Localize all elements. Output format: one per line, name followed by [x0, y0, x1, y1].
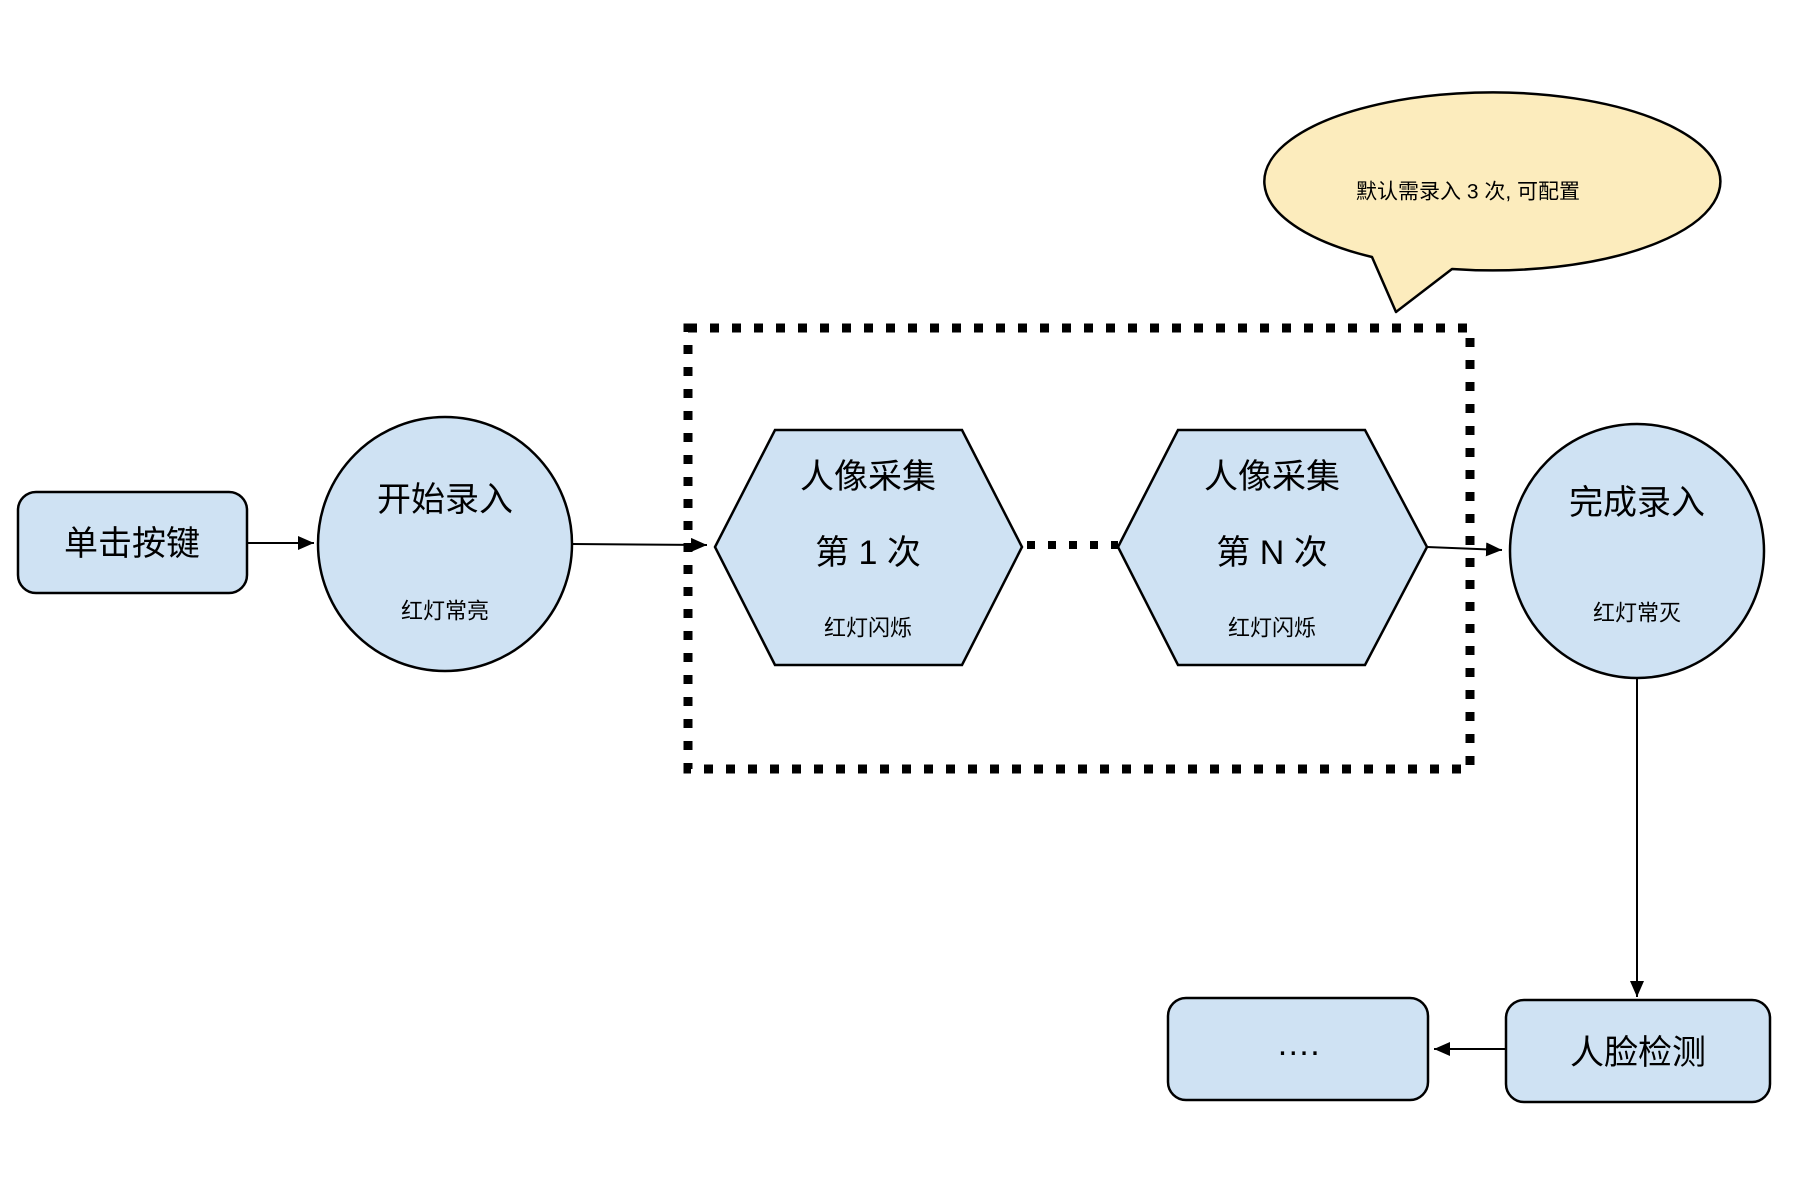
start-node [316, 415, 574, 673]
capture-nth-node-label: 人像采集 [1204, 458, 1340, 496]
ellipsis-node [1166, 996, 1430, 1102]
ellipsis-node-label: …. [1276, 1025, 1319, 1063]
face-detect-node [1504, 998, 1772, 1104]
start-node-sublabel: 红灯常亮 [401, 599, 489, 624]
click-button-node-label: 单击按键 [64, 525, 200, 563]
click-button-node [16, 490, 249, 595]
capture-first-node-sublabel: 红灯闪烁 [824, 616, 912, 641]
capture-nth-node [1116, 428, 1429, 667]
capture-first-node-label2: 第 1 次 [815, 534, 921, 572]
finish-node-sublabel: 红灯常灭 [1593, 601, 1681, 626]
capture-first-node [713, 428, 1024, 667]
finish-node-label: 完成录入 [1569, 484, 1705, 522]
annotation-bubble [1263, 91, 1722, 314]
arrow-start-to-capture1 [571, 537, 708, 552]
capture-nth-node-sublabel: 红灯闪烁 [1228, 616, 1316, 641]
loop-boundary-dotted-rect [683, 323, 1475, 774]
face-detect-node-label: 人脸检测 [1570, 1034, 1706, 1072]
finish-node [1508, 422, 1766, 680]
arrow-captureN-to-finish [1426, 542, 1503, 557]
capture-first-node-label: 人像采集 [800, 458, 936, 496]
annotation-bubble-text: 默认需录入 3 次, 可配置 [1356, 181, 1580, 204]
capture-nth-node-label2: 第 N 次 [1216, 534, 1327, 572]
start-node-label: 开始录入 [377, 481, 513, 519]
